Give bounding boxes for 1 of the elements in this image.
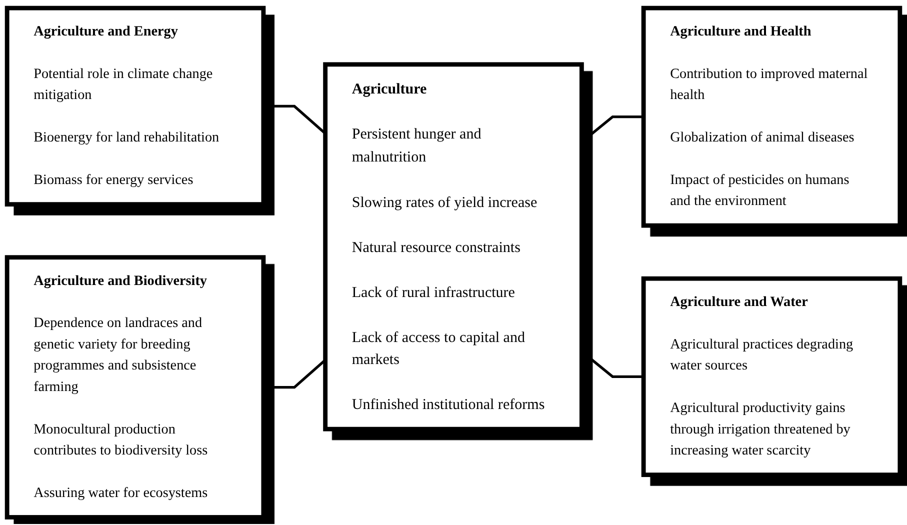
diagram: Agriculture and Energy Potential role in climate change mitigation Bioenergy for land rehabilitation Biomass for energy services Agriculture and Health Contribution to improved maternal health Globalization of animal diseases Impact of pesticides on humans and the environment Agriculture Persistent hunger and malnutrition Slowing rates of yield increase Natural resource constraints Lack of rural infrastructure Lack of access to capital and markets Unfinished institutional reforms Agriculture and Biodiversity Dependence on landraces and genetic variety for breeding programmes and subsistence farming Monocultural production contributes to biodiversity loss Assuring water for ecosystems Agriculture and Water Agricultural practices degrading water sources Agricultural productivity gains through irrigation threatened by increasing water scarcity <box>0 0 907 525</box>
